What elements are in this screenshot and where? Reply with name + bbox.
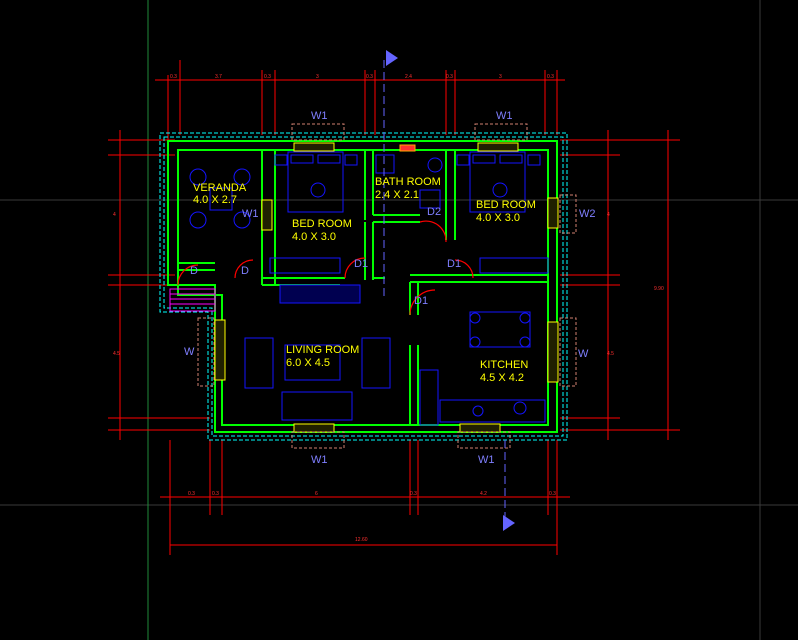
window-veranda-side (261, 199, 273, 231)
outer-wall-outline (159, 132, 568, 441)
tag-w-right: W (578, 348, 589, 360)
tag-d1-bedroom2: D1 (447, 258, 461, 270)
window-ref-boxes (197, 123, 577, 449)
room-size-kitchen: 4.5 X 4.2 (480, 372, 524, 384)
room-labels: VERANDA 4.0 X 2.7 BED ROOM 4.0 X 3.0 BAT… (193, 176, 536, 384)
svg-text:4: 4 (607, 212, 610, 218)
inner-walls (167, 140, 558, 433)
tag-w2: W2 (579, 208, 596, 220)
door-bedroom2 (454, 259, 474, 279)
door-veranda (177, 264, 199, 286)
dimension-lines (108, 60, 680, 555)
svg-text:0.3: 0.3 (264, 74, 271, 80)
window-bedroom2-right (547, 197, 559, 229)
door-bathroom (419, 220, 447, 243)
room-size-veranda: 4.0 X 2.7 (193, 194, 237, 206)
svg-text:4.5: 4.5 (607, 351, 614, 357)
tag-w1-top-right: W1 (496, 110, 513, 122)
room-name-bedroom1: BED ROOM (292, 218, 352, 230)
room-name-living: LIVING ROOM (286, 344, 359, 356)
dimension-texts: 0.3 3.7 0.3 3 0.3 2.4 0.3 3 0.3 0.3 0.3 … (113, 74, 664, 543)
tag-d1-kitchen: D1 (414, 295, 428, 307)
room-name-veranda: VERANDA (193, 182, 247, 194)
door-bedroom1 (344, 257, 366, 279)
vent-bathroom (399, 144, 416, 152)
room-size-living: 6.0 X 4.5 (286, 357, 330, 369)
tag-d2: D2 (427, 206, 441, 218)
svg-text:6: 6 (315, 491, 318, 497)
room-name-bathroom: BATH ROOM (375, 176, 441, 188)
svg-text:9.90: 9.90 (654, 286, 664, 292)
svg-text:0.3: 0.3 (170, 74, 177, 80)
window-living-left (214, 319, 226, 381)
window-living-bottom (293, 423, 335, 433)
svg-text:3: 3 (499, 74, 502, 80)
door-kitchen (409, 289, 436, 316)
window-kitchen-right (547, 321, 559, 383)
svg-text:12.60: 12.60 (355, 537, 368, 543)
section-arrow-bottom (503, 515, 515, 531)
svg-text:2.4: 2.4 (405, 74, 412, 80)
svg-text:3: 3 (316, 74, 319, 80)
room-name-bedroom2: BED ROOM (476, 199, 536, 211)
door-swings (177, 220, 474, 316)
tag-w1-bottom-left: W1 (311, 454, 328, 466)
tag-d1-bedroom1: D1 (354, 258, 368, 270)
svg-text:4: 4 (113, 212, 116, 218)
furniture (189, 151, 549, 426)
svg-text:0.3: 0.3 (212, 491, 219, 497)
room-size-bathroom: 2.4 X 2.1 (375, 189, 419, 201)
svg-text:4.2: 4.2 (480, 491, 487, 497)
tag-w-left: W (184, 346, 195, 358)
svg-text:0.3: 0.3 (547, 74, 554, 80)
svg-text:0.3: 0.3 (446, 74, 453, 80)
window-bedroom1-top (293, 142, 335, 152)
room-size-bedroom1: 4.0 X 3.0 (292, 231, 336, 243)
veranda-steps (169, 288, 216, 312)
tag-w1-veranda: W1 (242, 208, 259, 220)
section-arrow-top (386, 50, 398, 66)
svg-text:4.5: 4.5 (113, 351, 120, 357)
section-line (383, 60, 506, 520)
svg-text:0.3: 0.3 (410, 491, 417, 497)
door-living-veranda (234, 259, 254, 279)
opening-tags: W1 W1 W1 W2 W W W1 W1 D D D1 D1 D2 D1 (184, 110, 596, 466)
tag-d-veranda: D (190, 265, 198, 277)
room-size-bedroom2: 4.0 X 3.0 (476, 212, 520, 224)
svg-text:0.3: 0.3 (366, 74, 373, 80)
svg-text:0.3: 0.3 (549, 491, 556, 497)
room-name-kitchen: KITCHEN (480, 359, 528, 371)
tag-d-living: D (241, 265, 249, 277)
tag-w1-bottom-right: W1 (478, 454, 495, 466)
tag-w1-top-left: W1 (311, 110, 328, 122)
svg-text:0.3: 0.3 (188, 491, 195, 497)
window-bedroom2-top (477, 142, 519, 152)
svg-text:3.7: 3.7 (215, 74, 222, 80)
window-kitchen-bottom (459, 423, 501, 433)
